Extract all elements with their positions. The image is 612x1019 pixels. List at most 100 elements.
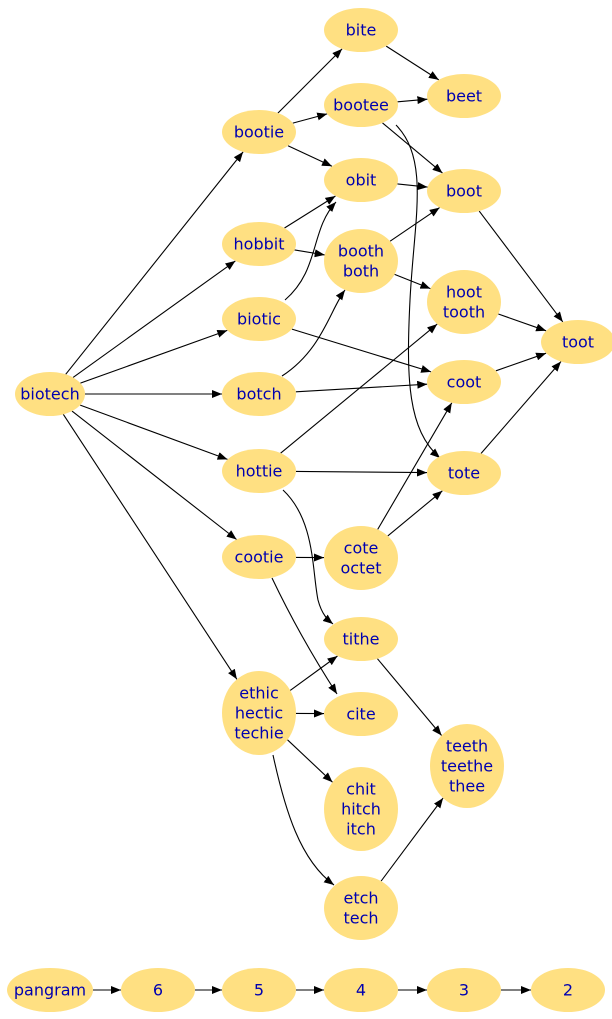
node-label: beet (446, 87, 482, 106)
node-shape (222, 372, 296, 416)
node-shape (541, 320, 612, 364)
node-label: tooth (443, 303, 485, 322)
node-bootie: bootie (222, 110, 296, 154)
node-shape (324, 83, 398, 127)
node-label: hitch (341, 800, 381, 819)
node-label: tote (448, 464, 480, 483)
edge-boot-to-toot (478, 210, 564, 323)
node-label: 3 (459, 981, 469, 1000)
node-label: tithe (343, 630, 380, 649)
node-biotech: biotech (15, 372, 85, 416)
node-label: ethic (239, 684, 279, 703)
node-shape (222, 222, 296, 266)
node-shape (222, 449, 296, 493)
node-label: biotech (20, 385, 79, 404)
node-label: boot (446, 182, 482, 201)
edge-booth-to-boot (389, 207, 440, 242)
node-label: bootie (234, 123, 284, 142)
edge-tote-to-toot (480, 361, 562, 454)
node-cite: cite (324, 692, 398, 736)
node-label: bite (346, 21, 377, 40)
node-tote: tote (427, 451, 501, 495)
node-label: hoot (446, 283, 482, 302)
edge-bootie-to-obit (287, 145, 333, 167)
node-shape (427, 451, 501, 495)
node-toot: toot (541, 320, 612, 364)
node-hottie: hottie (222, 449, 296, 493)
node-label: techie (234, 724, 283, 743)
edge-bite-to-beet (385, 45, 440, 81)
node-shape (324, 692, 398, 736)
edge-bootee-to-beet (397, 96, 428, 105)
node-shape (222, 110, 296, 154)
edge-botch-to-coot (295, 380, 428, 393)
node-label: bootee (333, 96, 389, 115)
node-shape (427, 169, 501, 213)
edge-biotech-to-ethic (62, 413, 238, 680)
node-label: coot (447, 373, 482, 392)
node-shape (324, 617, 398, 661)
node-shape (7, 968, 93, 1012)
node-bite: bite (324, 8, 398, 52)
node-label: toot (562, 333, 594, 352)
node-label: obit (346, 171, 377, 190)
edge-ethic-to-chit (287, 739, 333, 783)
node-beet: beet (427, 74, 501, 118)
edge-hoot-to-toot (498, 313, 547, 332)
node-obit: obit (324, 158, 398, 202)
edge-hobbit-to-obit (284, 195, 336, 229)
edge-cote-to-tote (387, 490, 443, 537)
edge-ethic-to-tithe (289, 655, 338, 691)
edge-bootie-to-bootee (292, 112, 328, 124)
node-label: pangram (14, 981, 86, 1000)
node-label: 2 (563, 981, 573, 1000)
node-shape (15, 372, 85, 416)
node-hobbit: hobbit (222, 222, 296, 266)
edge-bootee-to-tote (395, 124, 441, 459)
edge-biotic-to-coot (291, 328, 432, 373)
edge-hobbit-to-booth (294, 249, 325, 258)
edge-botch-to-booth (281, 289, 346, 377)
edge-biotech-to-bootie (65, 151, 244, 375)
edge-coot-to-toot (495, 352, 547, 372)
node-l4: 4 (324, 968, 398, 1012)
nodes-layer: biotech bite bootie bootee beet obit boot hobbi… (7, 8, 612, 1012)
node-label: 5 (254, 981, 264, 1000)
node-label: hottie (236, 462, 283, 481)
edge-tithe-to-teeth (376, 658, 443, 736)
node-pangram: pangram (7, 968, 93, 1012)
node-shape (324, 158, 398, 202)
node-shape (427, 968, 501, 1012)
edge-biotech-to-hottie (80, 404, 228, 460)
node-label: botch (236, 385, 281, 404)
node-l5: 5 (222, 968, 296, 1012)
edge-bootie-to-bite (277, 48, 343, 114)
node-label: cootie (235, 548, 284, 567)
node-label: itch (346, 820, 376, 839)
node-shape (430, 724, 504, 808)
node-shape (427, 74, 501, 118)
edge-biotic-to-obit (284, 201, 337, 301)
node-cootie: cootie (222, 535, 296, 579)
node-shape (222, 671, 296, 755)
node-shape (427, 360, 501, 404)
node-shape (121, 968, 195, 1012)
node-shape (324, 229, 398, 293)
node-l3: 3 (427, 968, 501, 1012)
edge-etch-to-teeth (380, 797, 444, 882)
edge-cootie-to-cite (271, 577, 338, 695)
node-shape (222, 535, 296, 579)
node-label: teethe (441, 757, 493, 776)
node-label: teeth (446, 737, 488, 756)
node-label: both (343, 262, 379, 281)
node-botch: botch (222, 372, 296, 416)
node-label: booth (338, 242, 384, 261)
edge-biotech-to-cootie (71, 410, 237, 540)
